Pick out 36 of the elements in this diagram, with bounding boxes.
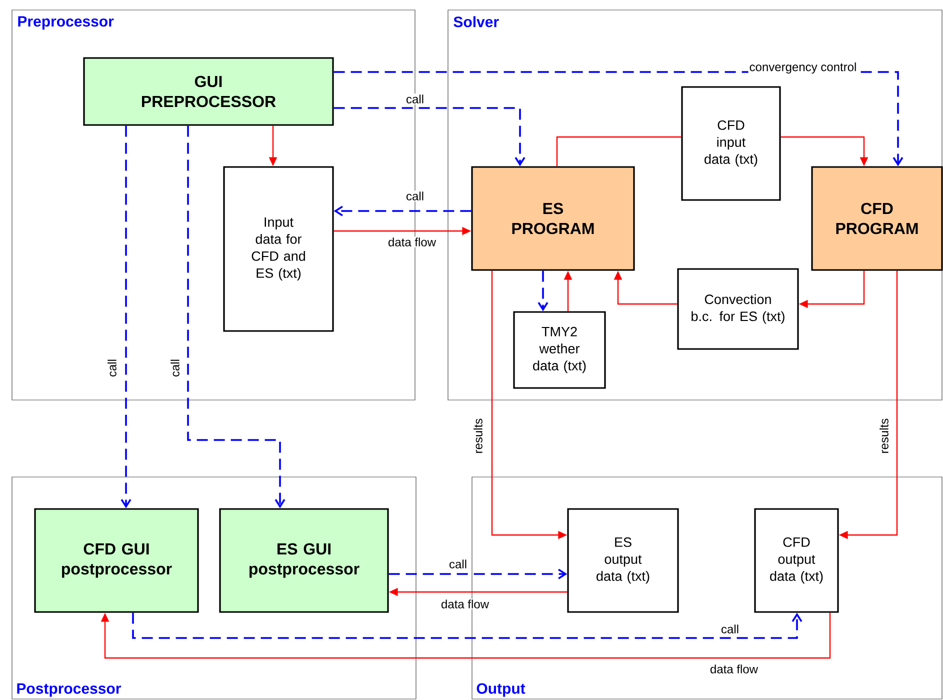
- arrow: [334, 107, 526, 166]
- data-box: Input data for CFD and ES (txt): [223, 166, 334, 332]
- data-box: CFD input data (txt): [681, 86, 781, 201]
- arrow: [388, 568, 568, 580]
- program-box: ES PROGRAM: [471, 166, 635, 271]
- program-box: GUI PREPROCESSOR: [83, 57, 334, 126]
- edge-label: call: [106, 358, 118, 378]
- edge-label: call: [405, 94, 425, 104]
- edge-label: data flow: [708, 664, 760, 674]
- arrow: [120, 126, 132, 508]
- edge-label: data flow: [440, 598, 490, 610]
- connector-line: [556, 136, 682, 166]
- arrow: [132, 612, 802, 639]
- arrow: [100, 612, 831, 659]
- group-title: Postprocessor: [17, 683, 122, 697]
- edge-label: results: [472, 417, 484, 455]
- data-box: CFD output data (txt): [754, 508, 839, 613]
- program-box: CFD GUI postprocessor: [34, 508, 199, 613]
- group-title: Solver: [454, 16, 499, 28]
- data-box: Convection b.c. for ES (txt): [677, 268, 799, 350]
- edge-label: results: [878, 417, 890, 455]
- arrow: [334, 206, 472, 216]
- arrow: [538, 270, 548, 312]
- group-title: Output: [476, 683, 526, 697]
- program-box: CFD PROGRAM: [811, 166, 943, 271]
- program-box: ES GUI postprocessor: [219, 508, 389, 613]
- edge-label: call: [170, 358, 180, 378]
- edge-label: convergency control: [748, 61, 858, 75]
- edge-label: call: [448, 558, 468, 570]
- data-box: ES output data (txt): [567, 508, 679, 613]
- arrow: [187, 126, 286, 508]
- edge-label: call: [720, 624, 740, 634]
- edge-label: data flow: [387, 236, 438, 248]
- group-title: Preprocessor: [18, 16, 114, 30]
- edge-label: call: [405, 190, 425, 202]
- data-box: TMY2 wether data (txt): [513, 311, 606, 389]
